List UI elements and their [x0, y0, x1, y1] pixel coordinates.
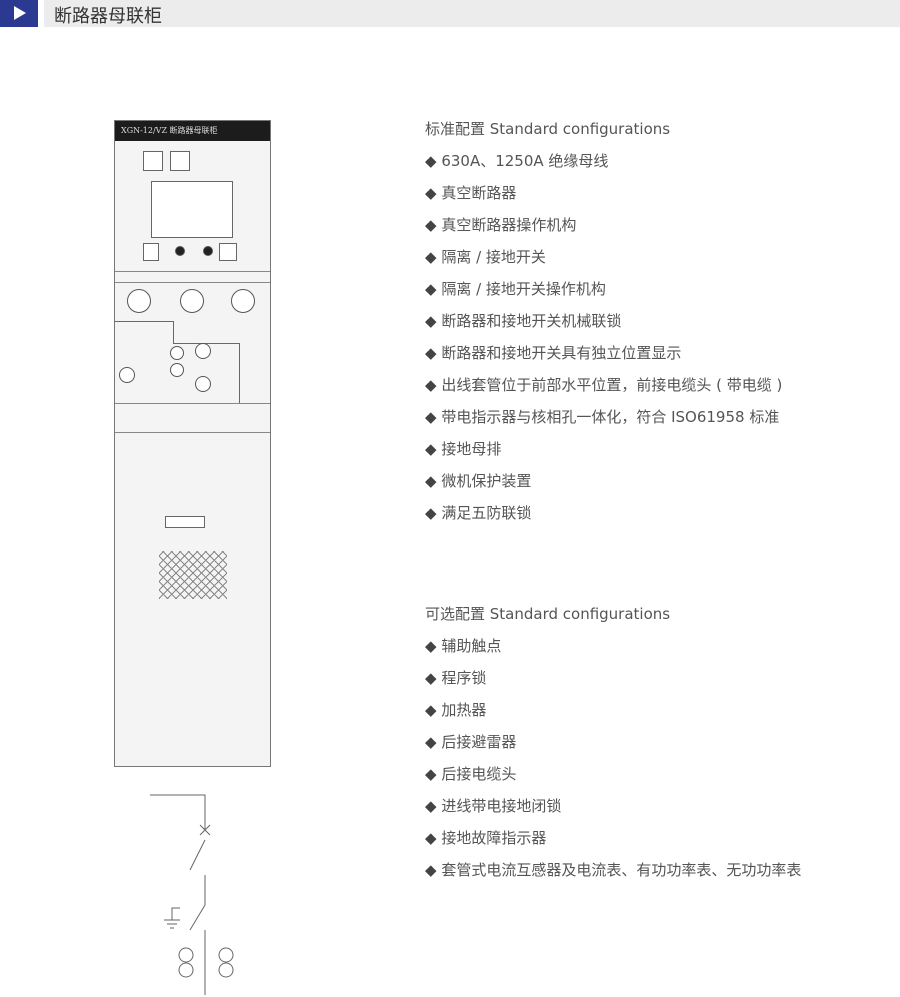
- list-item: 套管式电流互感器及电流表、有功功率表、无功功率表: [425, 860, 801, 892]
- list-item: 出线套管位于前部水平位置，前接电缆头 ( 带电缆 ): [425, 375, 782, 407]
- standard-config-title: 标准配置 Standard configurations: [425, 120, 671, 138]
- meter-icon: [143, 151, 163, 171]
- list-item: 断路器和接地开关机械联锁: [425, 311, 782, 343]
- list-item: 隔离 / 接地开关: [425, 247, 782, 279]
- list-item: 断路器和接地开关具有独立位置显示: [425, 343, 782, 375]
- list-item: 满足五防联锁: [425, 503, 782, 535]
- vent-grille: [159, 551, 227, 599]
- standard-config-list: 标准配置 Standard configurations 630A、1250A …: [425, 119, 782, 535]
- list-item: 微机保护装置: [425, 471, 782, 503]
- list-item: 接地母排: [425, 439, 782, 471]
- list-item: 真空断路器: [425, 183, 782, 215]
- play-icon: [0, 0, 38, 27]
- section-header: 断路器母联柜: [0, 0, 900, 27]
- list-item: 辅助触点: [425, 636, 801, 668]
- cabinet-label: XGN-12/VZ 断路器母联柜: [115, 121, 270, 141]
- list-item: 接地故障指示器: [425, 828, 801, 860]
- optional-config-title: 可选配置 Standard configurations: [425, 605, 671, 623]
- optional-config-list: 可选配置 Standard configurations 辅助触点 程序锁 加热…: [425, 604, 801, 892]
- list-item: 真空断路器操作机构: [425, 215, 782, 247]
- handle: [165, 516, 205, 528]
- list-item: 带电指示器与核相孔一体化，符合 ISO61958 标准: [425, 407, 782, 439]
- meter-icon: [170, 151, 190, 171]
- circuit-diagram: [150, 794, 234, 995]
- list-item: 加热器: [425, 700, 801, 732]
- list-item: 进线带电接地闭锁: [425, 796, 801, 828]
- list-item: 后接电缆头: [425, 764, 801, 796]
- list-item: 隔离 / 接地开关操作机构: [425, 279, 782, 311]
- list-item: 程序锁: [425, 668, 801, 700]
- section-title: 断路器母联柜: [54, 6, 162, 27]
- cabinet-illustration: XGN-12/VZ 断路器母联柜: [114, 120, 271, 767]
- list-item: 630A、1250A 绝缘母线: [425, 151, 782, 183]
- list-item: 后接避雷器: [425, 732, 801, 764]
- display-screen: [151, 181, 233, 238]
